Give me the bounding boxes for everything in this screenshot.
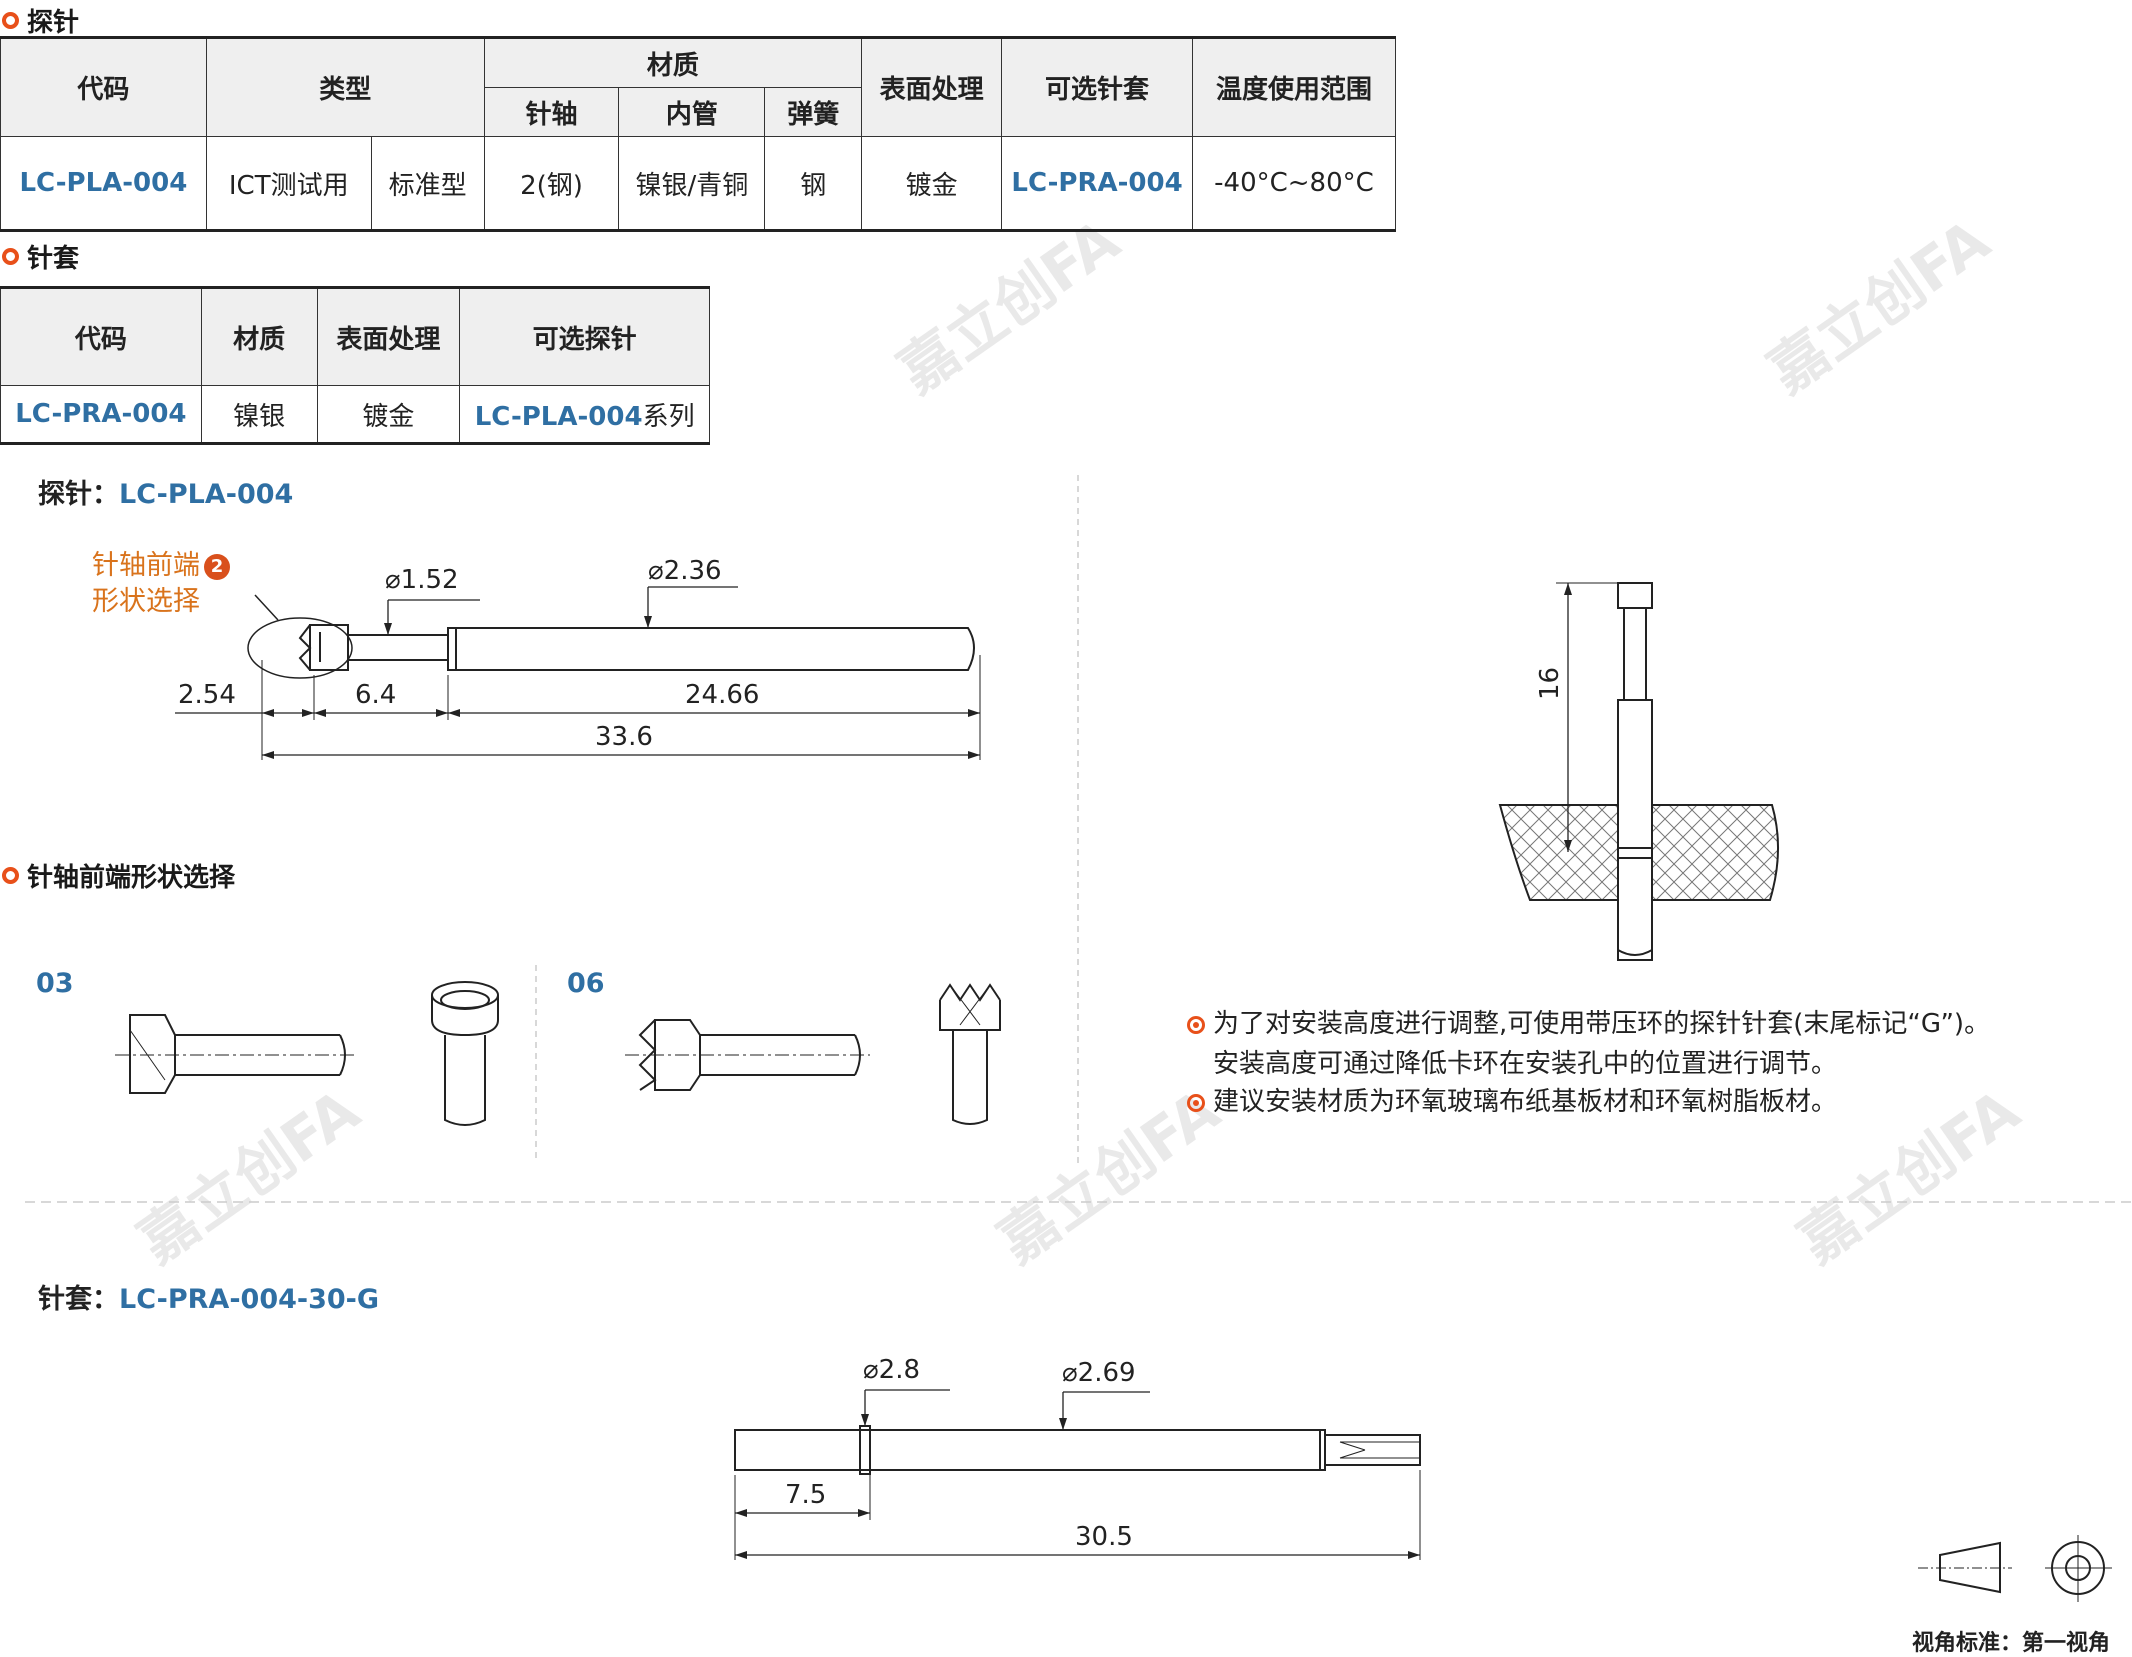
cell-probe: LC-PLA-004系列 [459,385,710,445]
header-code: 代码 [0,286,202,386]
projection-label: 视角标准：第一视角 [1912,1631,2111,1656]
dim-b: 6.4 [355,680,397,710]
probe-code-link[interactable]: LC-PLA-004 [119,479,294,510]
sleeve-dim-a: 7.5 [785,1480,827,1510]
cell-material: 镍银 [200,385,318,445]
header-sleeve: 可选针套 [1001,36,1193,137]
dim-total: 33.6 [595,722,653,752]
tip03-iso-head [431,995,499,1037]
tip-section-title: 针轴前端形状选择 [2,857,235,894]
probe-section-title: 探针 [2,2,79,39]
install-sleeve [1617,699,1653,961]
cell-sleeve-link[interactable]: LC-PRA-004 [1001,136,1193,232]
tip-option-06: 06 [567,968,605,999]
bullet-icon [1187,1016,1205,1034]
sleeve-ring [859,1425,871,1475]
probe-spec-table: 代码 类型 材质 表面处理 可选针套 温度使用范围 针轴 内管 弹簧 LC-PL… [0,36,1397,232]
header-surface: 表面处理 [316,286,461,386]
probe-title-text: 探针 [27,8,80,38]
sleeve-dim-total: 30.5 [1075,1522,1133,1552]
probe-link[interactable]: LC-PLA-004 [474,401,643,432]
label-prefix: 针套： [38,1284,119,1315]
board-left [1498,804,1621,901]
tip06-iso-head [939,1000,1001,1031]
callout-line2: 形状选择 [92,586,200,617]
sleeve-body [734,1429,1326,1471]
cell-tube: 镍银/青铜 [618,136,766,232]
probe-drawing-label: 探针：LC-PLA-004 [38,472,293,511]
cell-code-link[interactable]: LC-PRA-004 [0,385,202,445]
install-note-1: 为了对安装高度进行调整,可使用带压环的探针针套(末尾标记“G”)。 安装高度可通… [1187,1004,1990,1084]
sleeve-section-title: 针套 [2,238,79,275]
callout-ellipse [247,617,353,679]
ring-icon [2,248,19,265]
label-prefix: 探针： [38,479,119,510]
sleeve-tail [1325,1434,1421,1466]
dim-d2: ⌀2.36 [648,556,722,586]
ring-icon [2,12,19,29]
header-code: 代码 [0,36,207,137]
dim-a: 2.54 [178,680,236,710]
cell-surface: 镀金 [316,385,461,445]
projection-cone-icon [1939,1541,2001,1594]
header-tube: 内管 [618,87,766,137]
probe-suffix: 系列 [642,401,695,432]
note2-text: 建议安装材质为环氧玻璃布纸基板材和环氧树脂板材。 [1213,1087,1838,1117]
ring-icon [2,867,19,884]
dim-c: 24.66 [685,680,760,710]
header-spring: 弹簧 [764,87,863,137]
sleeve-dim-d2: ⌀2.69 [1062,1358,1136,1388]
sleeve-dim-d1: ⌀2.8 [863,1355,921,1385]
note1-line2: 安装高度可通过降低卡环在安装孔中的位置进行调节。 [1213,1049,1838,1079]
cell-code-link[interactable]: LC-PLA-004 [0,136,207,232]
probe-barrel [447,627,975,671]
header-shaft: 针轴 [483,87,620,137]
cell-temp: -40°C~80°C [1191,136,1397,232]
cell-type1: ICT测试用 [205,136,372,232]
tip-title-text: 针轴前端形状选择 [27,863,236,893]
cell-spring: 钢 [764,136,863,232]
header-material: 材质 [200,286,318,386]
sleeve-spec-table: 代码 材质 表面处理 可选探针 LC-PRA-004 镍银 镀金 LC-PLA-… [0,286,710,445]
sleeve-title-text: 针套 [27,244,80,274]
note1-line1: 为了对安装高度进行调整,可使用带压环的探针针套(末尾标记“G”)。 [1213,1009,1991,1039]
callout-line1: 针轴前端 [92,550,200,581]
cell-shaft: 2(钢) [483,136,620,232]
sleeve-code-link[interactable]: LC-PRA-004-30-G [119,1284,380,1315]
header-type: 类型 [205,36,485,137]
probe-tip-crown [298,624,312,671]
dim-d1: ⌀1.52 [385,565,459,595]
install-probe-tip [1617,582,1653,609]
tip-option-03: 03 [36,968,74,999]
header-temp: 温度使用范围 [1191,36,1397,137]
cell-type2: 标准型 [370,136,485,232]
header-probe: 可选探针 [459,286,710,386]
bullet-icon [1187,1094,1205,1112]
callout-badge: 2 [204,554,230,580]
install-note-2: 建议安装材质为环氧玻璃布纸基板材和环氧树脂板材。 [1187,1082,1837,1122]
board-right [1651,804,1779,901]
sleeve-drawing-label: 针套：LC-PRA-004-30-G [38,1277,379,1316]
cell-surface: 镀金 [861,136,1003,232]
